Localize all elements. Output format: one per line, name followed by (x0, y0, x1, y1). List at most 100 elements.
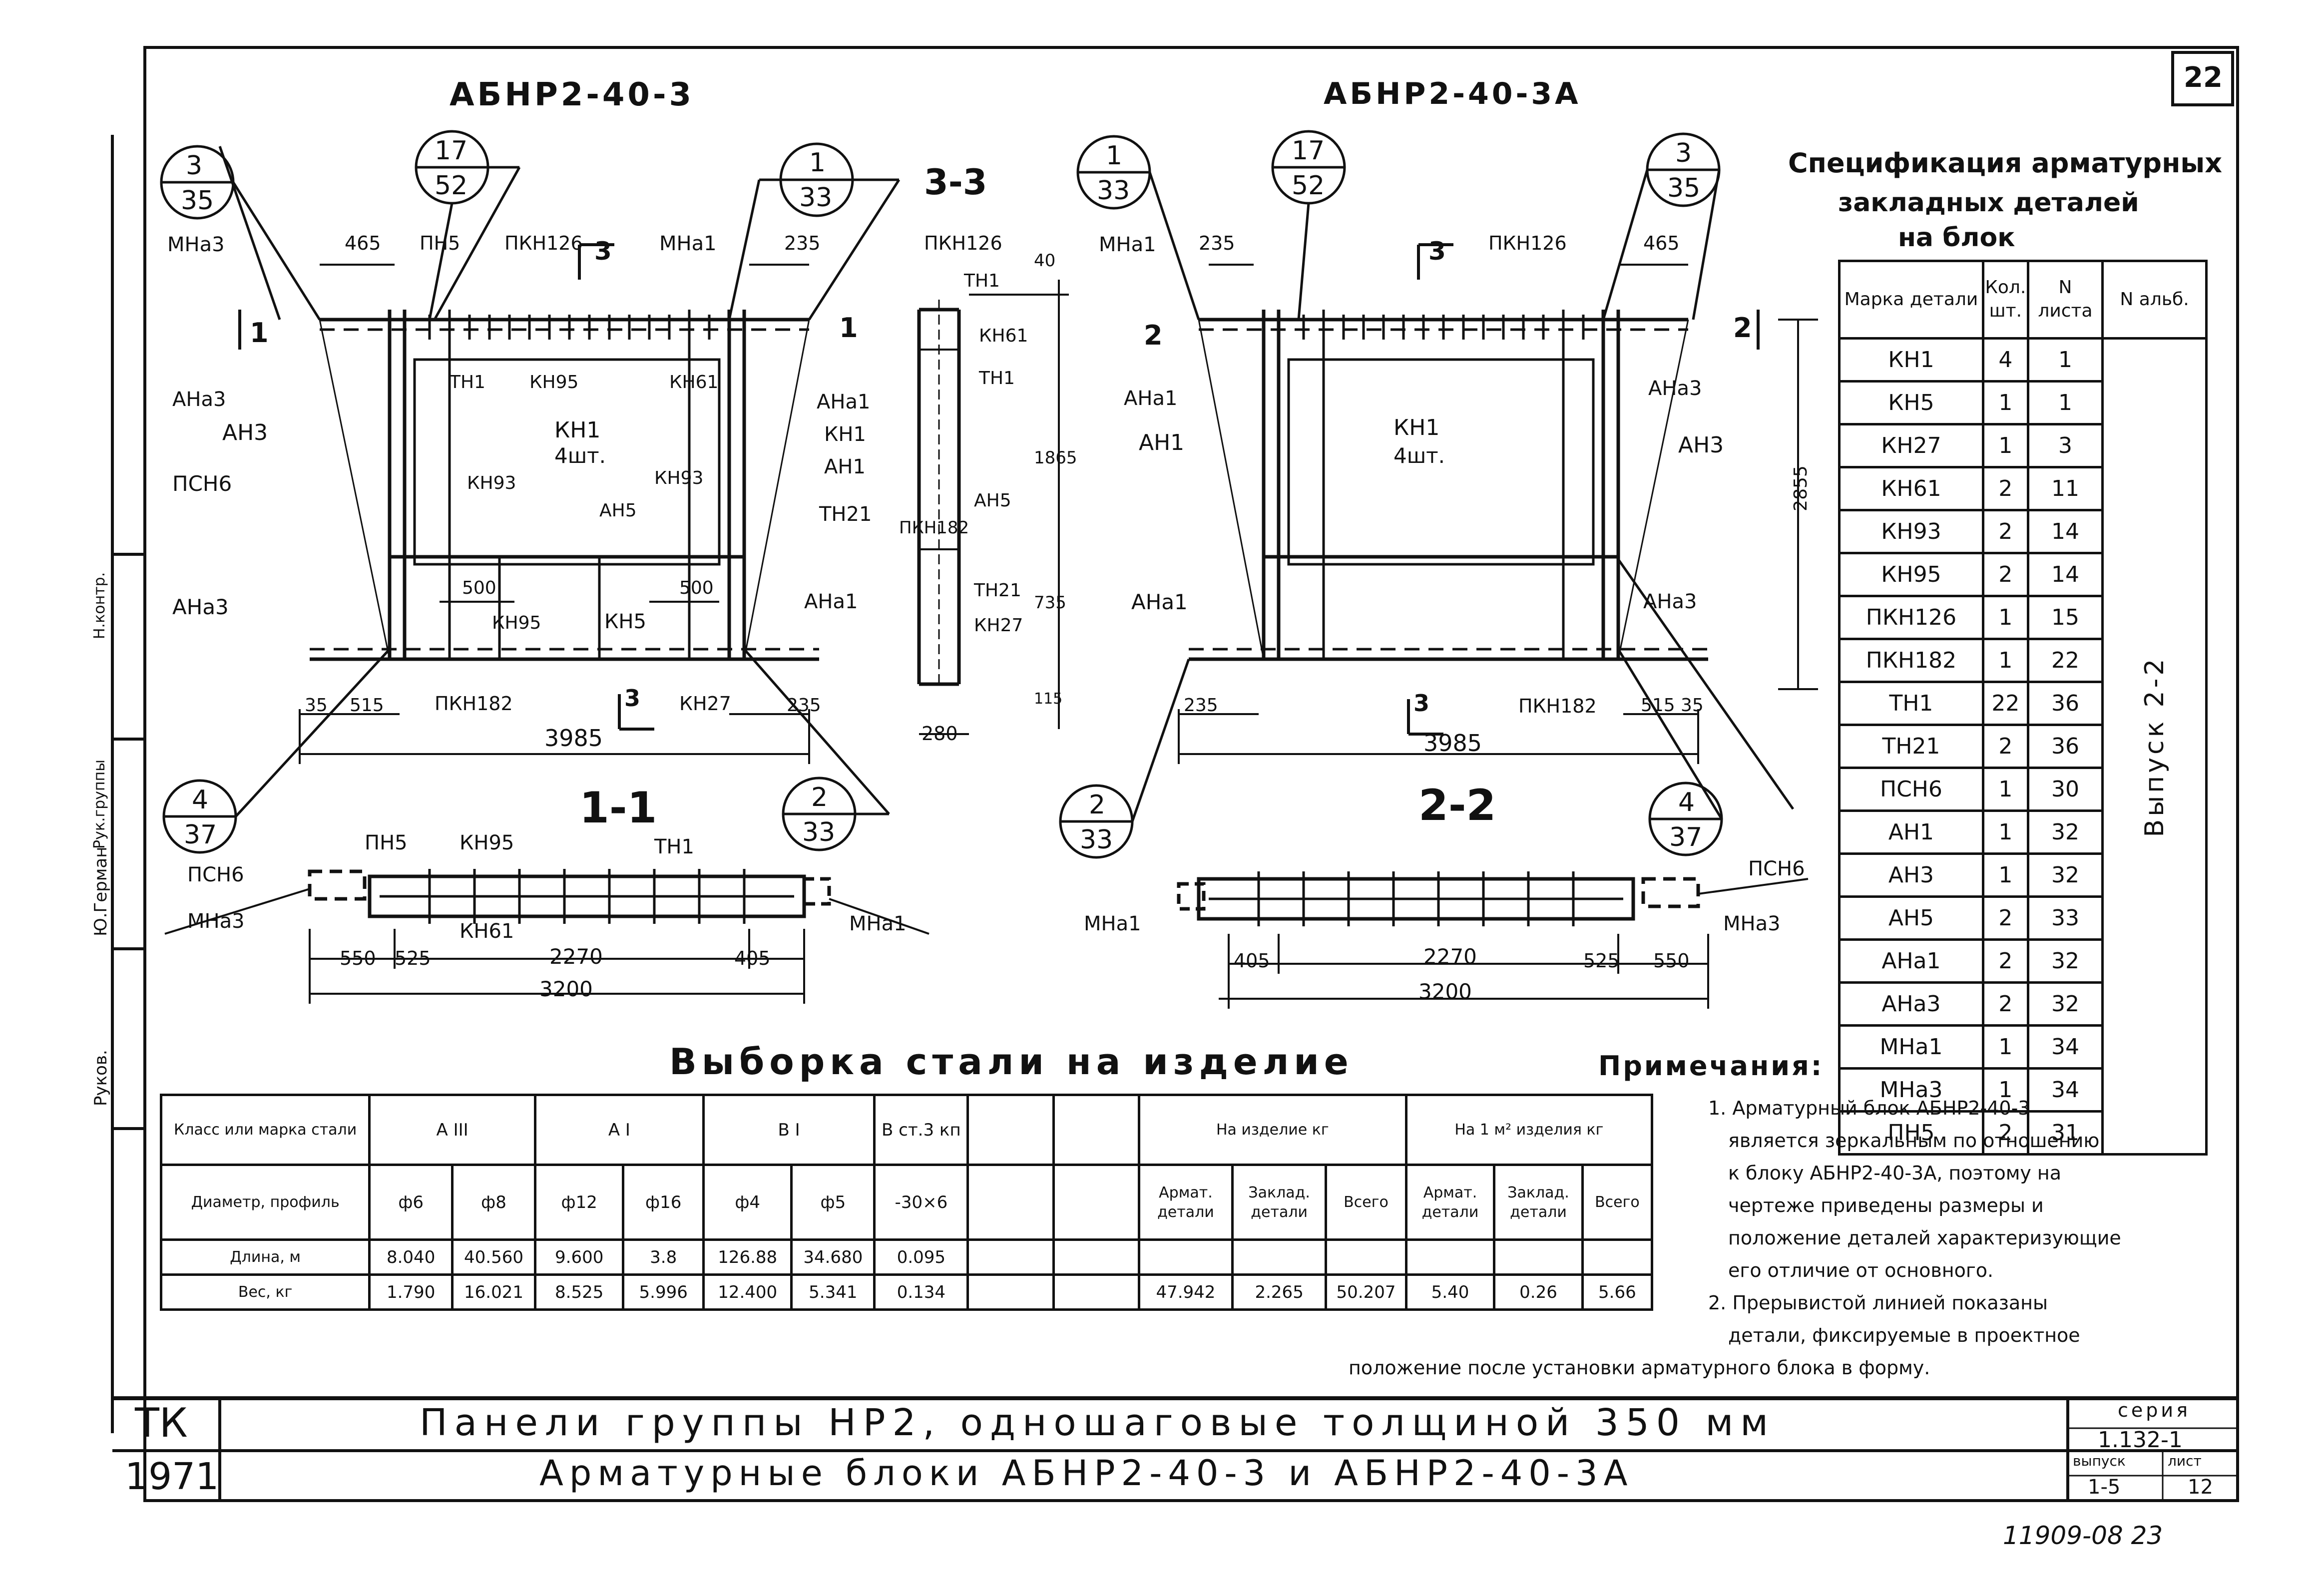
callout-bottom: 33 (1080, 825, 1113, 855)
note-line: 2. Прерывистой линией показаны (1708, 1292, 2048, 1314)
cell: 40.560 (451, 1238, 536, 1276)
dimension-label: 465 (345, 232, 381, 254)
callout-bottom: 35 (1667, 173, 1701, 203)
drawing-label: КН1 (554, 417, 601, 443)
cell: 2 (1981, 552, 2029, 597)
drawing-label: АН5 (599, 500, 637, 521)
cell: ф6 (368, 1164, 454, 1241)
dimension-label: 3200 (1418, 979, 1472, 1004)
cell: 31 (2026, 1110, 2104, 1156)
drawing-label: ПКН126 (1488, 232, 1567, 254)
header-cell: N листа (2026, 260, 2104, 340)
drawing-label: 4шт. (1394, 443, 1445, 468)
dimension-label: 405 (734, 947, 771, 969)
drawing-label: АНа1 (804, 590, 858, 613)
dimension-label: 115 (1034, 690, 1063, 708)
cell: 12.400 (702, 1273, 793, 1311)
cell: 14 (2026, 509, 2104, 554)
dimension-label: 280 (922, 723, 958, 745)
cell: 1 (1981, 1024, 2029, 1070)
spec-title-line: закладных деталей (1838, 188, 2139, 218)
cell: 1 (1981, 423, 2029, 468)
drawing-label: АН1 (1139, 430, 1185, 455)
drawing-label: КН95 (460, 831, 514, 854)
sheet-frame (143, 46, 2239, 1502)
empty-cell (966, 1273, 1055, 1311)
table-row: Вес, кг 1.790 16.021 8.525 5.996 12.400 … (159, 1273, 1654, 1311)
callout-top: 2 (811, 783, 828, 812)
cell: АН1 (1838, 809, 1984, 855)
dimension-label: 515 (1641, 695, 1675, 716)
cell: ф5 (790, 1164, 876, 1241)
section-title: 1-1 (579, 783, 657, 833)
album-note: Выпуск 2-2 (2139, 656, 2170, 837)
dimension-label: 235 (784, 232, 821, 254)
cell: 1 (1981, 380, 2029, 425)
cell: ПКН182 (1838, 638, 1984, 683)
cell: 2 (1981, 895, 2029, 941)
section-title: 3-3 (924, 162, 987, 203)
callout-top: 4 (1678, 788, 1695, 817)
footer-code: 11909-08 23 (2003, 1521, 2163, 1550)
cell: 3.8 (622, 1238, 705, 1276)
header-cell: Марка детали (1838, 260, 1984, 340)
dimension-label: 2270 (549, 944, 603, 969)
cell: 1 (1981, 1067, 2029, 1113)
stamp-role: Руков. (91, 1050, 111, 1106)
drawing-label: АН3 (1678, 432, 1724, 458)
note-line: детали, фиксируемые в проектное (1728, 1324, 2080, 1346)
empty-cell (1231, 1238, 1328, 1276)
cell: 1 (1981, 852, 2029, 898)
cell: КН5 (1838, 380, 1984, 425)
drawing-label: КН27 (974, 615, 1023, 636)
cell: 2 (1981, 981, 2029, 1027)
dimension-label: 40 (1034, 251, 1056, 271)
header-cell: На 1 м² изделия кг (1404, 1094, 1654, 1166)
callout-bottom: 33 (802, 817, 836, 847)
cell: 3 (2026, 423, 2104, 468)
row-label: Длина, м (159, 1238, 371, 1276)
cell: 1 (1981, 767, 2029, 812)
sheet-number: 22 (2184, 61, 2223, 94)
note-line: его отличие от основного. (1728, 1259, 1994, 1281)
drawing-label: АНа1 (1124, 387, 1178, 410)
empty-cell (1052, 1273, 1140, 1311)
cell: ф12 (533, 1164, 625, 1241)
issue-label: выпуск (2073, 1453, 2126, 1469)
cell: 2 (1981, 466, 2029, 511)
table-row: Длина, м 8.040 40.560 9.600 3.8 126.88 3… (159, 1238, 1654, 1276)
empty-cell (1052, 1164, 1140, 1241)
header-cell: Класс или марка стали (159, 1094, 371, 1166)
dimension-label: 1865 (1034, 448, 1077, 468)
drawing-label: АНа3 (172, 595, 229, 619)
title-line-2: Арматурные блоки АБНР2-40-3 и АБНР2-40-3… (539, 1453, 1634, 1494)
drawing-label: АНа3 (172, 388, 226, 411)
cell: 1 (1981, 638, 2029, 683)
drawing-label: ПКН182 (435, 693, 513, 715)
steel-selection-title: Выборка стали на изделие (669, 1041, 1354, 1083)
callout-top: 2 (1089, 790, 1106, 820)
dimension-label: 515 (350, 695, 384, 716)
callout-bottom: 37 (1669, 822, 1703, 852)
table-header-row: Класс или марка стали А III А I В I В ст… (159, 1094, 1654, 1166)
drawing-label: КН93 (467, 473, 516, 493)
dimension-label: 405 (1234, 950, 1270, 972)
table-header-row: Марка детали Кол. шт. N листа N альб. (1838, 260, 2208, 340)
empty-cell (1137, 1238, 1234, 1276)
sheet-value: 12 (2188, 1476, 2213, 1499)
cell: 5.341 (790, 1273, 876, 1311)
cell: КН61 (1838, 466, 1984, 511)
callout-bottom: 52 (1292, 171, 1325, 201)
callout-bottom: 33 (799, 183, 833, 213)
drawing-label: ПКН182 (899, 518, 969, 538)
section-title: 2-2 (1418, 781, 1496, 830)
stamp-role: Н.контр. (91, 572, 108, 639)
